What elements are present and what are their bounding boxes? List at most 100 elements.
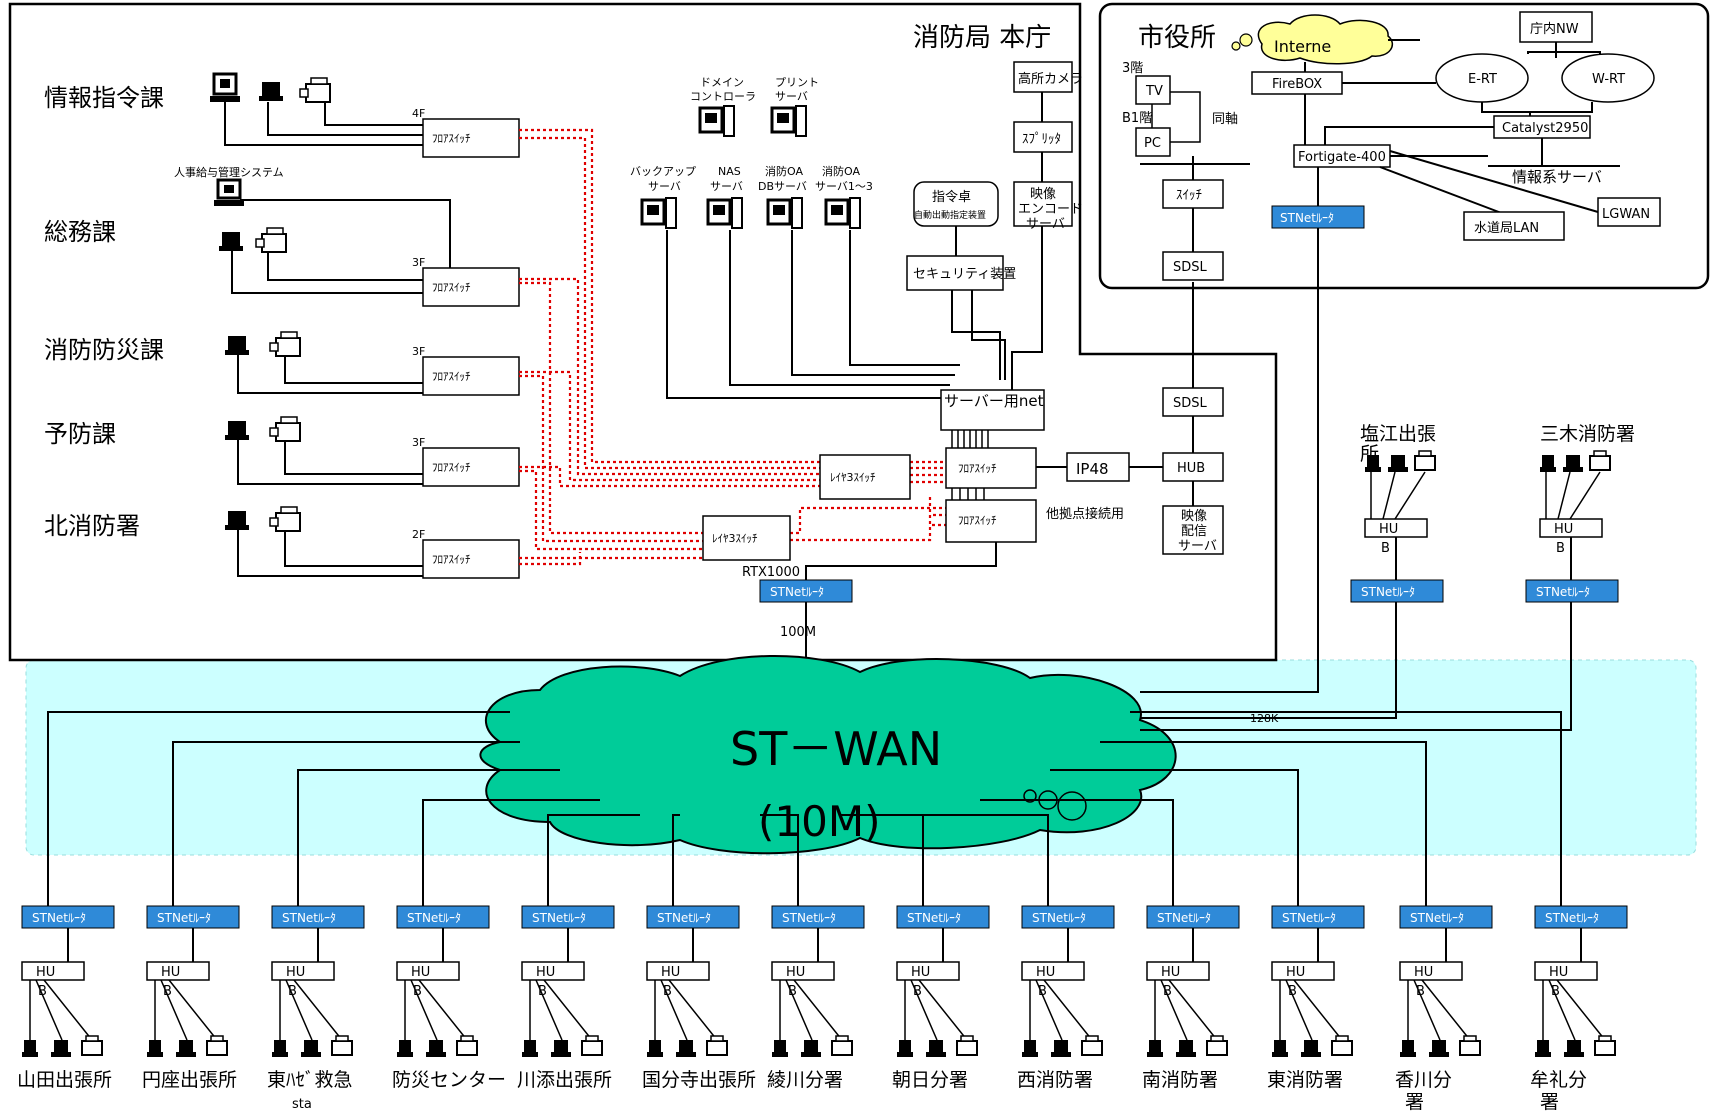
floor-switch: [422, 267, 520, 307]
site-label: 円座出張所: [142, 1069, 237, 1091]
stnet-router: STNetﾙｰﾀ: [1021, 905, 1115, 929]
router-label: STNetﾙｰﾀ: [1545, 911, 1599, 925]
stnet-router: STNetﾙｰﾀ: [271, 905, 365, 929]
hub: HU B: [396, 961, 460, 999]
printer-icon: [255, 227, 287, 253]
site-label: 国分寺出張所: [642, 1069, 756, 1091]
router-label: STNetﾙｰﾀ: [532, 911, 586, 925]
printer-icon: [1589, 450, 1611, 471]
printer-icon: [206, 1035, 228, 1056]
svg-text:映像: 映像: [1030, 187, 1056, 202]
catalyst-box: Catalyst2950: [1493, 115, 1591, 139]
hub: HUB: [1539, 518, 1603, 556]
router-label: STNetﾙｰﾀ: [1157, 911, 1211, 925]
router-label: STNetﾙｰﾀ: [1410, 911, 1464, 925]
hq-frame: [8, 2, 1278, 662]
floor-switch: [422, 356, 520, 396]
laptop-icon: [51, 1040, 71, 1057]
hub-label: HU: [1286, 965, 1305, 980]
hub-label-b: B: [413, 984, 422, 999]
pc-box: [1135, 127, 1171, 157]
svg-text:FireBOX: FireBOX: [1272, 77, 1322, 92]
hub-label: HU: [161, 965, 180, 980]
site-label: 西消防署: [1017, 1069, 1093, 1091]
printer-icon: [1459, 1035, 1481, 1056]
site-label: 綾川分署: [767, 1069, 843, 1091]
hub: HUB: [271, 961, 335, 999]
internet-cloud: Interne: [1231, 14, 1393, 65]
hub-label: HU: [411, 965, 430, 980]
svg-text:ﾌﾛｱｽｲｯﾁ: ﾌﾛｱｽｲｯﾁ: [958, 462, 997, 475]
stnet-router: STNetﾙｰﾀ: [646, 905, 740, 929]
cloud-bandwidth: (10M): [758, 797, 880, 846]
svg-text:LGWAN: LGWAN: [1602, 207, 1650, 222]
server-nas: NAS サーバ: [706, 165, 743, 229]
red-links: [519, 128, 946, 566]
small-switch-box: ｽｲｯﾁ: [1162, 179, 1224, 209]
jinji-label: 人事給与管理システム: [174, 165, 284, 179]
hub: HUB: [21, 961, 85, 999]
computer-icon: [1400, 1040, 1416, 1057]
hub: HUB: [1364, 518, 1428, 556]
department-label: 消防防災課: [44, 336, 164, 364]
water-lan-box: 水道局LAN: [1463, 211, 1565, 241]
svg-text:ドメイン: ドメイン: [700, 76, 744, 89]
printer-icon: [706, 1035, 728, 1056]
svg-text:ｽｲｯﾁ: ｽｲｯﾁ: [1176, 188, 1202, 203]
site-label-2: 署: [1405, 1091, 1424, 1111]
site-5: STNetﾙｰﾀ HUB 川添出張所: [517, 814, 640, 1091]
department-label: 総務課: [44, 218, 116, 246]
floor-switch-center-a: ﾌﾛｱｽｲｯﾁ: [945, 447, 1037, 489]
department-label: 情報指令課: [44, 84, 164, 112]
site-label: 東ﾊｾﾞ救急: [267, 1069, 353, 1091]
department-kita: 北消防署 2F ﾌﾛｱｽｲｯﾁ: [44, 512, 520, 579]
hub-label: HU: [286, 965, 305, 980]
chonai-box: 庁内NW: [1519, 11, 1593, 43]
layer3-switch-a: ﾚｲﾔ3ｽｲｯﾁ: [819, 454, 911, 500]
svg-text:IP48: IP48: [1076, 460, 1109, 478]
laptop-icon: [676, 1040, 696, 1057]
site-label: 朝日分署: [892, 1069, 968, 1091]
video-server-box: 映像 配信 サーバ: [1162, 505, 1224, 555]
computer-icon: [1022, 1040, 1038, 1057]
stnet-router: STNetﾙｰﾀ: [1271, 905, 1365, 929]
svg-text:指令卓: 指令卓: [932, 190, 971, 205]
svg-text:プリント: プリント: [775, 76, 819, 89]
svg-text:サーバ: サーバ: [710, 180, 743, 193]
router-label: STNetﾙｰﾀ: [907, 911, 961, 925]
fortigate-box: Fortigate-400: [1293, 144, 1391, 168]
printer-icon: [831, 1035, 853, 1056]
floor-switch-label: ﾌﾛｱｽｲｯﾁ: [432, 281, 471, 294]
ip48-box: IP48: [1066, 452, 1130, 482]
printer-icon: [1206, 1035, 1228, 1056]
hub-label: HU: [1036, 965, 1055, 980]
hub: HUB: [521, 961, 585, 999]
stnet-router: STNetﾙｰﾀ: [771, 905, 865, 929]
site-label: 川添出張所: [517, 1069, 612, 1091]
svg-text:Interne: Interne: [1274, 37, 1331, 56]
hub-label-b: B: [1163, 984, 1172, 999]
svg-text:W-RT: W-RT: [1592, 72, 1625, 87]
stnet-router: STNetﾙｰﾀ: [1534, 905, 1628, 929]
svg-text:消防OA: 消防OA: [822, 164, 860, 178]
router-hq: STNetﾙｰﾀ: [759, 579, 853, 603]
department-soumu: 総務課 人事給与管理システム 3F ﾌﾛｱｽｲｯﾁ: [44, 165, 520, 307]
laptop-icon: [225, 336, 249, 355]
floor-switch-label: ﾌﾛｱｽｲｯﾁ: [432, 370, 471, 383]
floor-switch: [422, 539, 520, 579]
router-label: STNetﾙｰﾀ: [1032, 911, 1086, 925]
stnet-router: STNetﾙｰﾀ: [146, 905, 240, 929]
floor-label: 2F: [412, 528, 425, 541]
svg-text:サーバ: サーバ: [1178, 539, 1217, 554]
stnet-router: STNetﾙｰﾀ: [1350, 579, 1444, 603]
computer-icon: [272, 1040, 288, 1057]
rtx-label: RTX1000: [742, 565, 800, 580]
computer-icon: [772, 1040, 788, 1057]
svg-text:エンコード: エンコード: [1018, 202, 1083, 217]
site-label: 牟礼分: [1530, 1069, 1587, 1091]
